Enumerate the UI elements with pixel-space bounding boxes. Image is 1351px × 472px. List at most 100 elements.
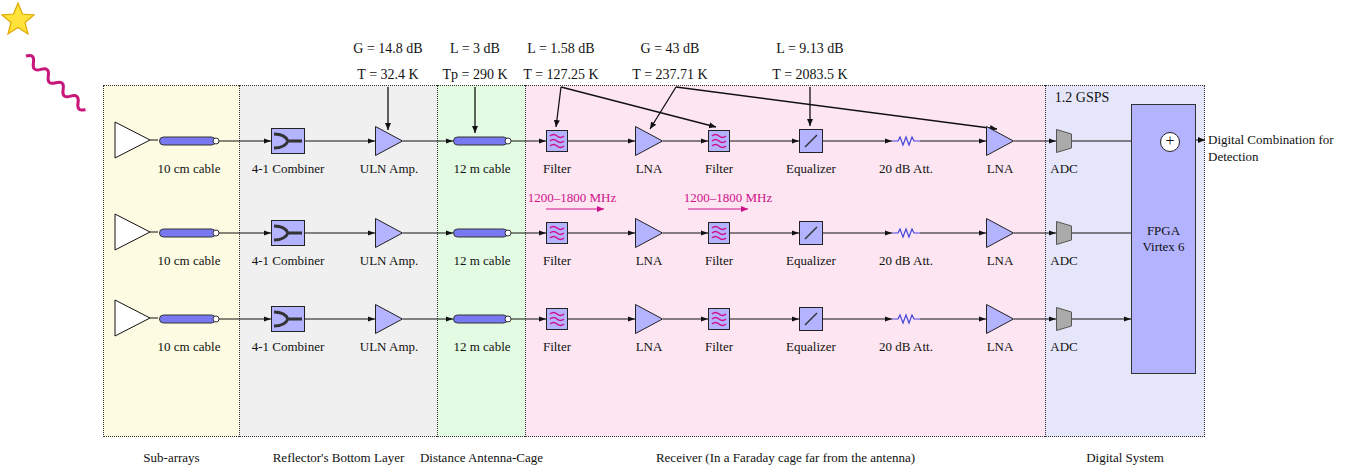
amp-block: ULN Amp. (375, 126, 403, 156)
adc-block: ADC (1056, 129, 1072, 153)
comb-block: 4-1 Combiner (271, 128, 305, 154)
parameter-label: L = 9.13 dB (776, 40, 843, 57)
block-label: Filter (705, 339, 733, 355)
block-label: ADC (1050, 161, 1077, 177)
amp-block: ULN Amp. (375, 218, 403, 248)
signal-connector (568, 233, 635, 234)
signal-connector (511, 233, 546, 234)
signal-connector (403, 319, 453, 320)
block-label: 4-1 Combiner (252, 253, 325, 269)
signal-connector (730, 233, 799, 234)
block-label: 12 m cable (453, 253, 510, 269)
res-symbol (892, 314, 920, 324)
cable-block: 12 m cable (453, 136, 511, 146)
signal-connector (920, 319, 986, 320)
signal-connector (511, 319, 546, 320)
signal-connector (305, 233, 375, 234)
comb-symbol (271, 306, 305, 332)
signal-connector (403, 141, 453, 142)
comb-symbol (271, 128, 305, 154)
parameter-label: T = 2083.5 K (772, 66, 847, 83)
parameter-label: G = 14.8 dB (353, 40, 422, 57)
amp-symbol (986, 304, 1014, 334)
eq-block: Equalizer (799, 307, 823, 331)
adc-block: ADC (1056, 221, 1072, 245)
block-label: LNA (987, 161, 1014, 177)
block-label: ULN Amp. (360, 339, 419, 355)
block-label: Equalizer (786, 161, 836, 177)
res-block: 20 dB Att. (892, 136, 920, 146)
cable-block: 10 cm cable (159, 228, 219, 238)
region-band: Digital SystemADCADCADCFPGA Virtex 6+ (1045, 85, 1205, 437)
block-label: Filter (543, 339, 571, 355)
res-symbol (892, 136, 920, 146)
filt-symbol (546, 130, 568, 152)
amp-block: LNA (635, 126, 663, 156)
filt-symbol (708, 308, 730, 330)
signal-connector (219, 233, 271, 234)
block-label: LNA (636, 161, 663, 177)
amp-block: LNA (986, 126, 1014, 156)
sum-sign: + (1161, 133, 1179, 151)
signal-connector (1014, 233, 1056, 234)
parameter-label: L = 3 dB (450, 40, 500, 57)
cable-symbol (453, 136, 511, 146)
eq-symbol (799, 129, 823, 153)
signal-wave (23, 53, 88, 112)
block-label: 4-1 Combiner (252, 161, 325, 177)
region-label: Distance Antenna-Cage (420, 450, 543, 466)
region-band: Receiver (In a Faraday cage far from the… (525, 85, 1045, 437)
amp-symbol (986, 218, 1014, 248)
filt-block: Filter (708, 130, 730, 152)
block-label: Filter (705, 253, 733, 269)
star (2, 3, 34, 34)
signal-connector (1014, 319, 1056, 320)
cable-symbol (159, 228, 219, 238)
signal-connector (219, 141, 271, 142)
cable-block: 12 m cable (453, 314, 511, 324)
amp-symbol (635, 304, 663, 334)
amp-block: ULN Amp. (375, 304, 403, 334)
block-label: 12 m cable (453, 339, 510, 355)
cable-block: 10 cm cable (159, 314, 219, 324)
amp-symbol (635, 218, 663, 248)
amp-symbol (635, 126, 663, 156)
band-label: 1200–1800 MHz (684, 189, 772, 206)
cable-symbol (453, 314, 511, 324)
filt-symbol (546, 222, 568, 244)
parameter-label: T = 127.25 K (523, 66, 598, 83)
comb-block: 4-1 Combiner (271, 306, 305, 332)
filt-symbol (546, 308, 568, 330)
res-block: 20 dB Att. (892, 228, 920, 238)
amp-symbol (375, 304, 403, 334)
block-label: ULN Amp. (360, 253, 419, 269)
cable-block: 10 cm cable (159, 136, 219, 146)
block-label: ADC (1050, 253, 1077, 269)
region-label: Reflector's Bottom Layer (273, 450, 405, 466)
amp-block: LNA (986, 304, 1014, 334)
filt-symbol (708, 130, 730, 152)
signal-connector (1014, 141, 1056, 142)
block-label: LNA (636, 339, 663, 355)
signal-connector (730, 319, 799, 320)
eq-block: Equalizer (799, 221, 823, 245)
eq-symbol (799, 221, 823, 245)
amp-block: LNA (635, 218, 663, 248)
signal-connector (1072, 319, 1131, 320)
parameter-label: T = 32.4 K (357, 66, 418, 83)
signal-connector (663, 319, 708, 320)
signal-connector (511, 141, 546, 142)
parameter-label: L = 1.58 dB (527, 40, 594, 57)
fpga-box: FPGA Virtex 6 + (1131, 104, 1196, 374)
signal-connector (403, 233, 453, 234)
block-label: FPGA Virtex 6 (1132, 223, 1195, 255)
block-label: Filter (705, 161, 733, 177)
block-label: 12 m cable (453, 161, 510, 177)
amp-symbol (375, 126, 403, 156)
parameter-label: 1.2 GSPS (1055, 89, 1109, 106)
filt-block: Filter (546, 308, 568, 330)
block-label: Filter (543, 253, 571, 269)
signal-connector (823, 319, 892, 320)
filt-block: Filter (546, 222, 568, 244)
